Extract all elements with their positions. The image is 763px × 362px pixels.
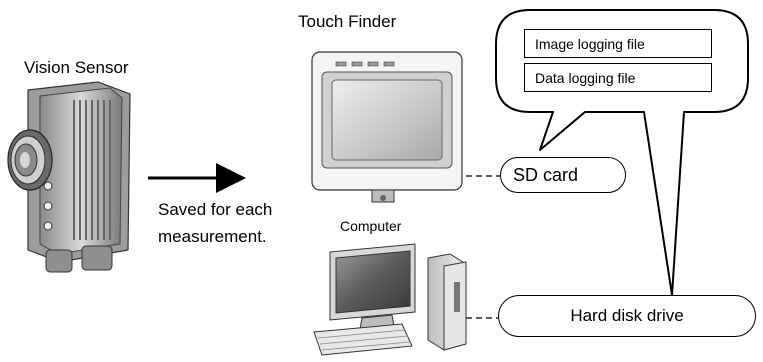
saved-caption: Saved for each measurement.: [158, 196, 272, 250]
computer-label: Computer: [340, 218, 402, 234]
sd-card-label: SD card: [500, 157, 626, 193]
hard-disk-drive-label: Hard disk drive: [498, 295, 756, 337]
touch-finder-label: Touch Finder: [298, 12, 397, 31]
computer-icon: [313, 243, 467, 356]
data-logging-file-box: Data logging file: [524, 63, 712, 92]
vision-sensor-label: Vision Sensor: [24, 58, 129, 77]
saved-caption-line2: measurement.: [158, 227, 267, 246]
saved-caption-line1: Saved for each: [158, 200, 273, 219]
touch-finder-icon: [311, 51, 463, 203]
vision-sensor-icon: [7, 81, 131, 273]
image-logging-file-box: Image logging file: [524, 29, 712, 58]
